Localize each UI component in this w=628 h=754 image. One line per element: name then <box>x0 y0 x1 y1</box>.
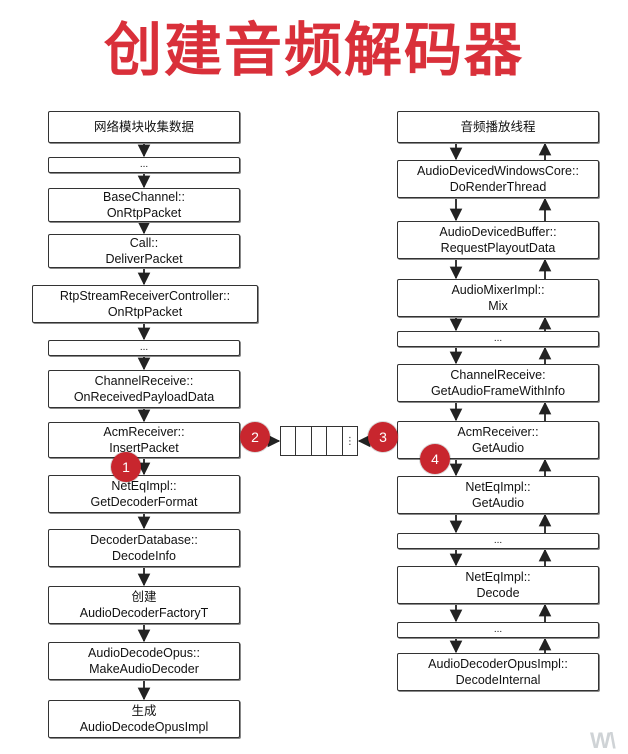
call-step-label: RequestPlayoutData <box>440 241 556 255</box>
call-step-r5: ChannelReceive: GetAudioFrameWithInfo <box>397 364 599 402</box>
call-step-label: ChannelReceive: <box>450 368 546 382</box>
call-step-r2: AudioDevicedBuffer::RequestPlayoutData <box>397 221 599 259</box>
call-step-label: GetDecoderFormat <box>90 495 198 509</box>
queue-overflow-cell: ⋮ <box>344 435 355 447</box>
call-step-label: AcmReceiver:: <box>103 425 185 439</box>
step-badge-3: 3 <box>368 422 398 452</box>
call-step-label: DoRenderThread <box>449 180 547 194</box>
call-step-r8: ... <box>397 533 599 549</box>
call-step-label: NetEqImpl:: <box>465 570 531 584</box>
queue-cell <box>296 427 312 455</box>
call-step-label: GetAudio <box>471 496 525 510</box>
call-step-l11: AudioDecodeOpus::MakeAudioDecoder <box>48 642 240 680</box>
call-step-label: DecodeInfo <box>112 549 176 563</box>
call-step-label: 生成 <box>131 704 157 718</box>
queue-cell <box>281 427 297 455</box>
watermark-logo: W\ <box>590 728 616 753</box>
call-step-label: 音频播放线程 <box>460 120 536 134</box>
call-step-l6: ChannelReceive::OnReceivedPayloadData <box>48 370 240 408</box>
call-step-label: ... <box>493 535 503 546</box>
diagram-title: 创建音频解码器 <box>103 16 524 84</box>
call-step-l0: 网络模块收集数据 <box>48 111 240 143</box>
call-step-label: AudioDecodeOpusImpl <box>79 720 209 734</box>
call-step-label: AcmReceiver:: <box>457 425 539 439</box>
call-step-r9: NetEqImpl::Decode <box>397 566 599 604</box>
call-step-label: InsertPacket <box>109 441 179 455</box>
call-step-label: BaseChannel:: <box>102 190 185 204</box>
call-step-label: AudioDecodeOpus:: <box>88 646 200 660</box>
call-step-label: DecoderDatabase:: <box>90 533 198 547</box>
call-step-label: ... <box>493 333 503 344</box>
call-step-label: MakeAudioDecoder <box>89 662 199 676</box>
call-step-label: OnRtpPacket <box>106 206 182 220</box>
call-step-label: AudioMixerImpl:: <box>451 283 545 297</box>
call-step-l2: BaseChannel::OnRtpPacket <box>48 188 240 222</box>
call-step-label: NetEqImpl:: <box>465 480 531 494</box>
step-badge-4: 4 <box>420 444 450 474</box>
call-step-r7: NetEqImpl::GetAudio <box>397 476 599 514</box>
call-step-label: 网络模块收集数据 <box>93 120 194 134</box>
call-step-r3: AudioMixerImpl::Mix <box>397 279 599 317</box>
call-step-label: ... <box>493 624 503 635</box>
call-step-label: RtpStreamReceiverController:: <box>59 289 231 303</box>
call-step-label: NetEqImpl:: <box>111 479 177 493</box>
queue-cell <box>327 427 343 455</box>
call-step-l1: ... <box>48 157 240 173</box>
call-step-label: GetAudioFrameWithInfo <box>430 384 566 398</box>
step-badge-1: 1 <box>111 452 141 482</box>
call-step-label: OnReceivedPayloadData <box>73 390 215 404</box>
call-step-r11: AudioDecoderOpusImpl::DecodeInternal <box>397 653 599 691</box>
call-step-l4: RtpStreamReceiverController::OnRtpPacket <box>32 285 258 323</box>
call-step-label: ... <box>139 159 149 170</box>
call-step-l9: DecoderDatabase::DecodeInfo <box>48 529 240 567</box>
call-step-l5: ... <box>48 340 240 356</box>
call-step-r1: AudioDevicedWindowsCore::DoRenderThread <box>397 160 599 198</box>
call-step-l10: 创建 AudioDecoderFactoryT <box>48 586 240 624</box>
call-step-label: Mix <box>488 299 508 313</box>
packet-buffer-queue: ⋮ <box>280 426 358 456</box>
step-badge-2: 2 <box>240 422 270 452</box>
call-step-r0: 音频播放线程 <box>397 111 599 143</box>
call-step-label: 创建 <box>131 590 157 604</box>
call-step-label: ChannelReceive:: <box>94 374 194 388</box>
queue-cell <box>312 427 328 455</box>
call-step-label: OnRtpPacket <box>107 305 183 319</box>
call-step-label: AudioDevicedWindowsCore:: <box>417 164 579 178</box>
call-step-l8: NetEqImpl::GetDecoderFormat <box>48 475 240 513</box>
call-step-r10: ... <box>397 622 599 638</box>
call-step-label: GetAudio <box>471 441 525 455</box>
call-step-l7: AcmReceiver::InsertPacket <box>48 422 240 458</box>
call-step-label: DecodeInternal <box>455 673 541 687</box>
call-step-label: Call:: <box>129 236 159 250</box>
call-step-l12: 生成 AudioDecodeOpusImpl <box>48 700 240 738</box>
call-step-label: Decode <box>476 586 520 600</box>
call-step-label: AudioDecoderFactoryT <box>79 606 209 620</box>
call-step-label: AudioDevicedBuffer:: <box>439 225 557 239</box>
call-step-r4: ... <box>397 331 599 347</box>
call-step-label: DeliverPacket <box>105 252 183 266</box>
call-step-l3: Call::DeliverPacket <box>48 234 240 268</box>
call-step-label: ... <box>139 342 149 353</box>
call-step-label: AudioDecoderOpusImpl:: <box>428 657 568 671</box>
